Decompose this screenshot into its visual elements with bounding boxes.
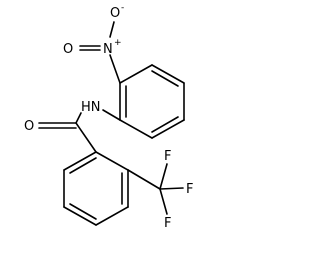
carbonyl-ring-bond (75, 122, 97, 153)
c-f-right-bond (159, 187, 184, 190)
nitrophenyl-ring (119, 64, 185, 139)
ring-cf3-bond (127, 169, 161, 190)
ring-b-bond-6 (63, 151, 97, 171)
ring-a-bond-5 (119, 119, 153, 139)
trifluoromethyl-group: F F F (127, 149, 193, 231)
nitro-o-top-charge: - (121, 3, 124, 13)
n-carbonyl-bond (75, 112, 82, 124)
trifluoromethylphenyl-ring (63, 151, 129, 226)
c-n-nitro-bond (109, 54, 121, 84)
n-aryl-bond (102, 109, 121, 121)
ring-b-bond-4 (63, 206, 97, 226)
amide-nh-label: HN (81, 100, 101, 115)
ring-a-bond-2 (151, 64, 185, 84)
ring-a-bond-1 (119, 64, 153, 84)
nitro-n-label: N (103, 42, 113, 57)
ring-b-inner-bond-2 (69, 203, 97, 220)
c-f-bottom-bond (159, 188, 168, 215)
ring-a-inner-bond-2 (151, 116, 179, 133)
ring-b-bond-3 (95, 206, 129, 226)
f-bottom-label: F (164, 216, 171, 231)
carbonyl-o-label: O (24, 119, 34, 134)
ring-b-inner-bond-3 (69, 157, 97, 174)
f-top-label: F (164, 149, 171, 164)
n-o-top-bond (109, 21, 115, 38)
nitro-n-charge: + (114, 38, 122, 48)
nitro-o-top-label: O (110, 6, 120, 21)
nitro-group: O - O N + (63, 3, 124, 84)
nitro-o-left-label: O (63, 42, 73, 57)
ring-a-bond-4 (151, 119, 185, 139)
f-right-label: F (186, 182, 193, 197)
amide-linkage: HN O (24, 100, 121, 153)
ring-a-inner-bond-1 (151, 70, 179, 87)
ring-b-bond-1 (95, 151, 129, 171)
molecule-structure: O - O N + HN O F F F (24, 3, 193, 231)
c-f-top-bond (159, 163, 168, 190)
